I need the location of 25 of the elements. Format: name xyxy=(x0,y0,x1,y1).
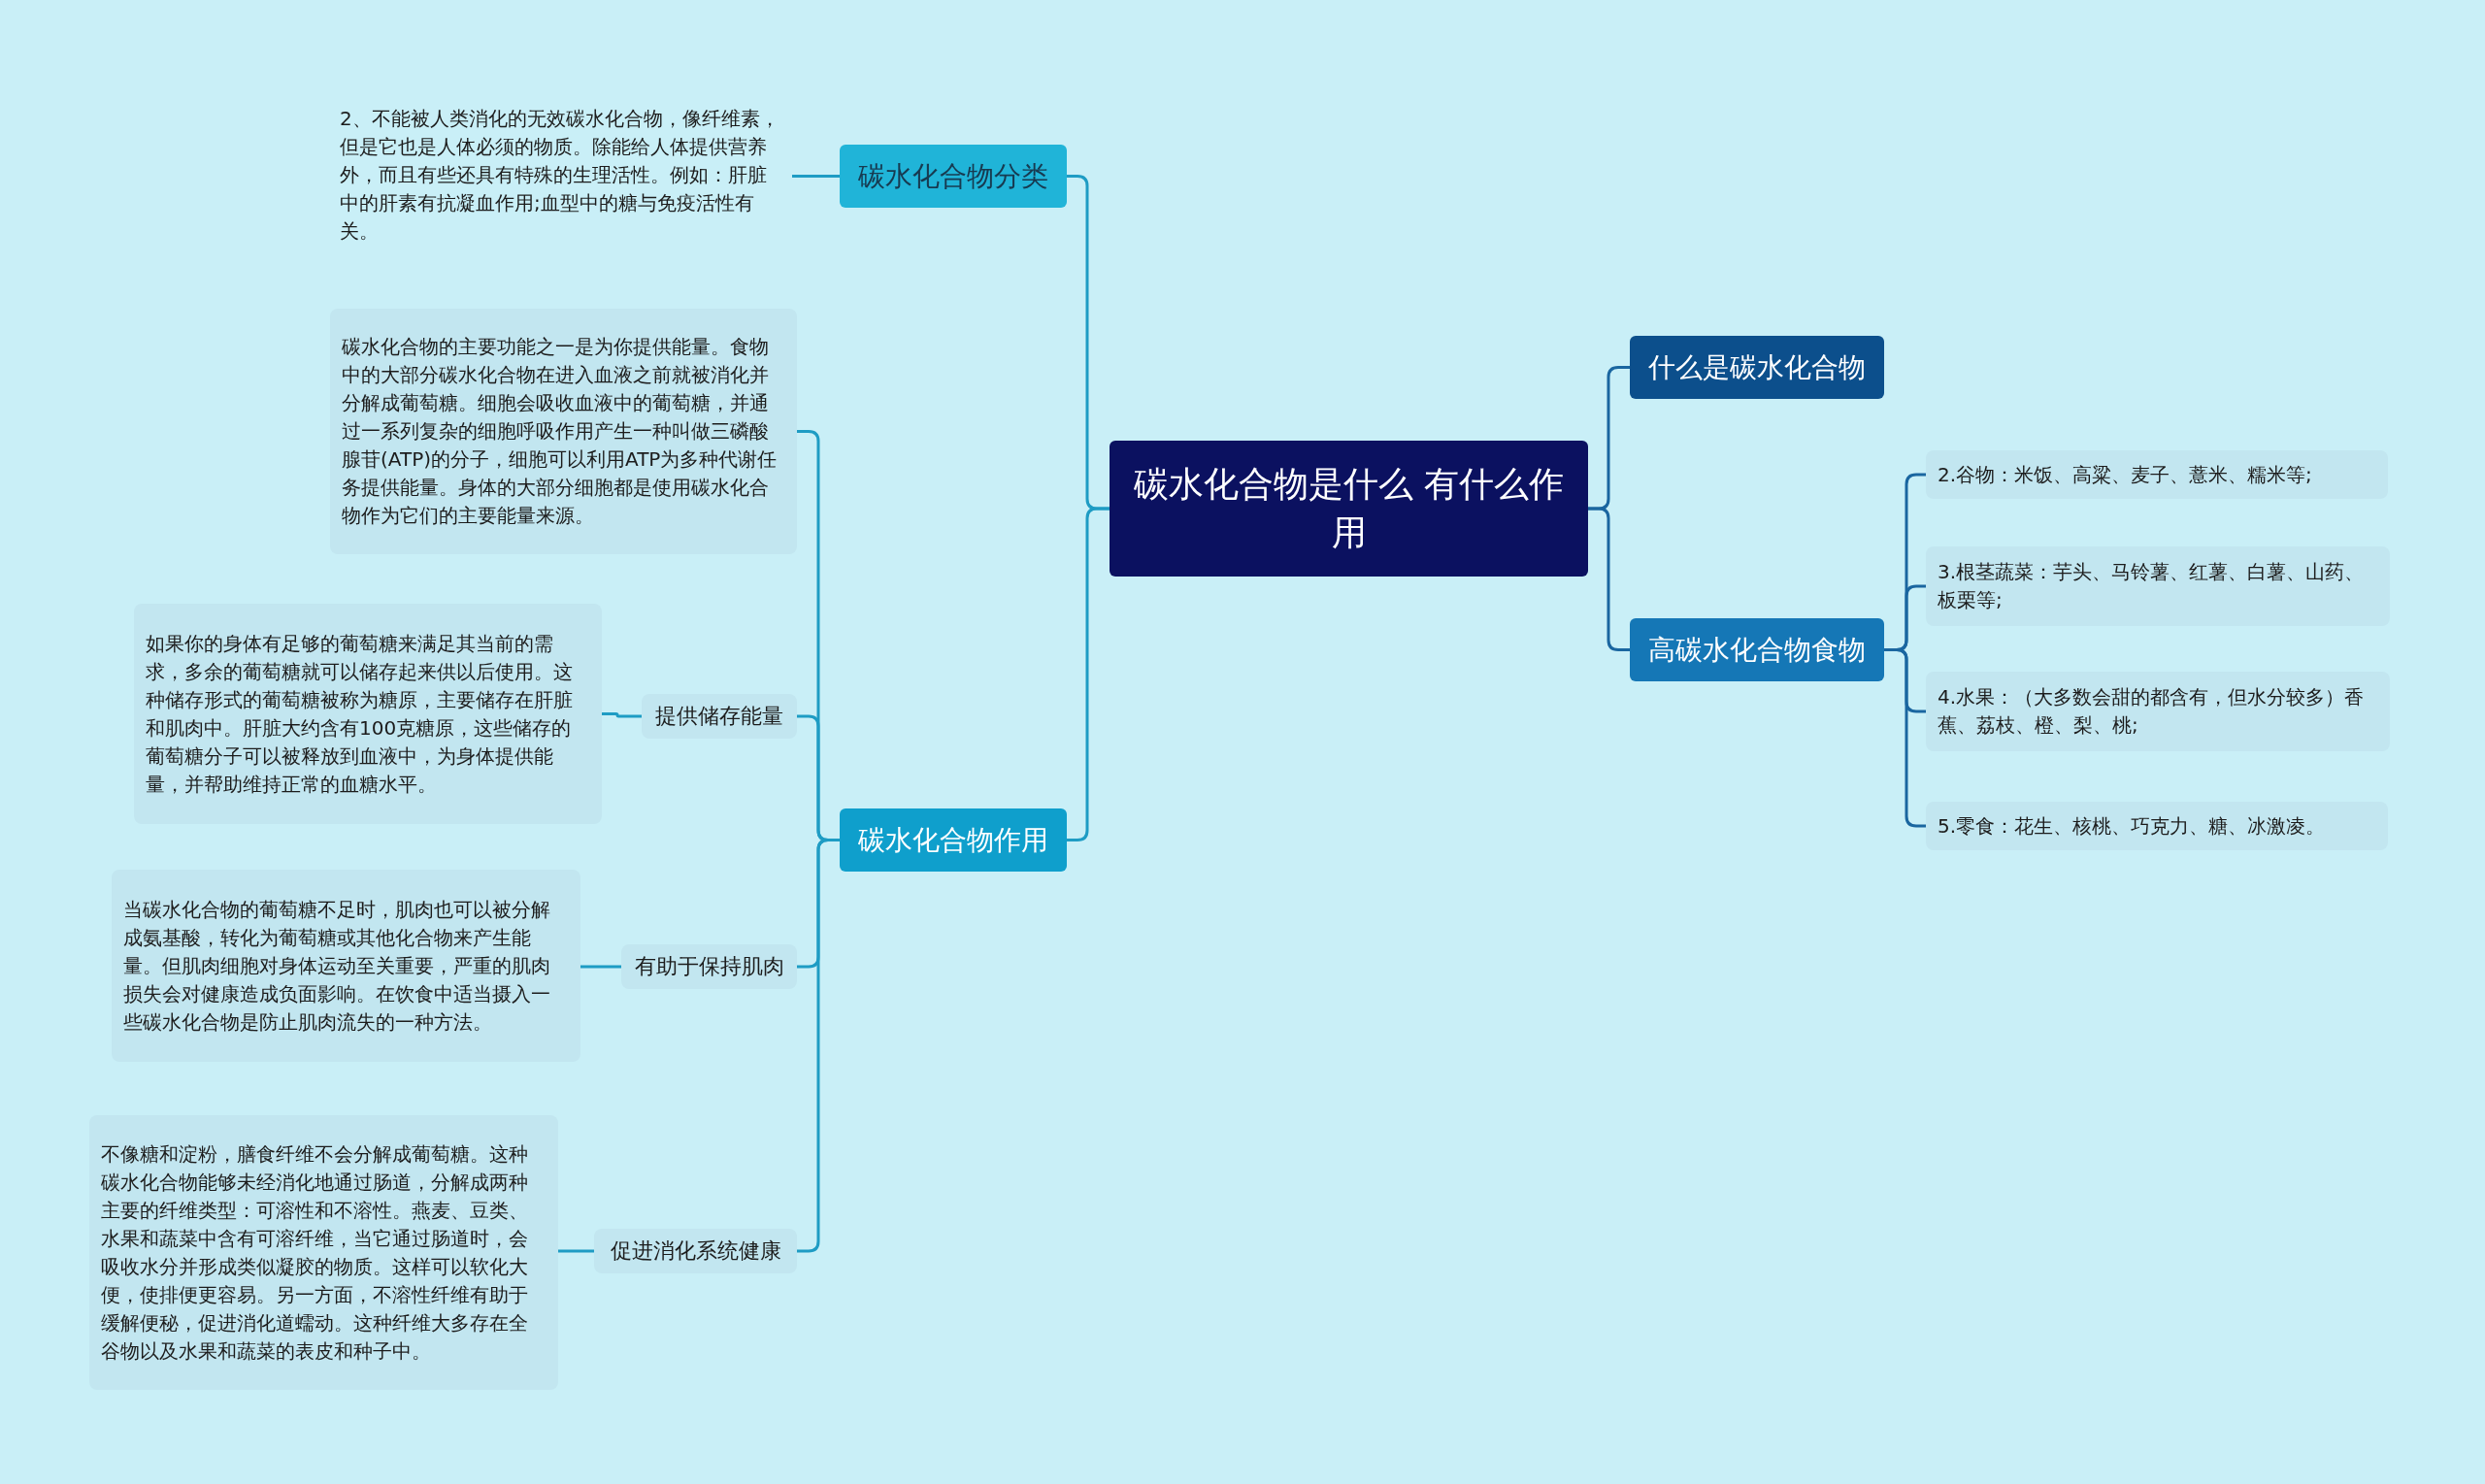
root-topic: 碳水化合物是什么 有什么作用 xyxy=(1110,441,1588,577)
list-item: 2.谷物：米饭、高粱、麦子、薏米、糯米等; xyxy=(1926,450,2388,499)
subtopic-label: 促进消化系统健康 xyxy=(594,1229,797,1273)
connector-line xyxy=(1884,648,1926,828)
note-text: 2、不能被人类消化的无效碳水化合物，像纤维素，但是它也是人体必须的物质。除能给人体提供营养外，而且有些还具有特殊的生理活性。例如：肝脏中的肝素有抗凝血作用;血型中的糖与免疫活性有关。 xyxy=(330,97,792,252)
branch-topic: 碳水化合物分类 xyxy=(840,145,1067,208)
connector-line xyxy=(1588,507,1630,651)
branch-topic: 高碳水化合物食物 xyxy=(1630,618,1884,681)
note-text: 当碳水化合物的葡萄糖不足时，肌肉也可以被分解成氨基酸，转化为葡萄糖或其他化合物来产生能量。但肌肉细胞对身体运动至关重要，严重的肌肉损失会对健康造成负面影响。在饮食中适当摄入一些碳水化合物是防止肌肉流失的一种方法。 xyxy=(112,870,580,1062)
subtopic-label: 提供储存能量 xyxy=(642,694,797,739)
connector-line xyxy=(602,712,642,718)
note-text: 如果你的身体有足够的葡萄糖来满足其当前的需求，多余的葡萄糖就可以储存起来供以后使用。这种储存形式的葡萄糖被称为糖原，主要储存在肝脏和肌肉中。肝脏大约含有100克糖原，这些储存的葡萄糖分子可以被释放到血液中，为身体提供能量，并帮助维持正常的血糖水平。 xyxy=(134,604,602,824)
connector-line xyxy=(580,965,621,969)
branch-topic: 碳水化合物作用 xyxy=(840,808,1067,872)
branch-topic: 什么是碳水化合物 xyxy=(1630,336,1884,399)
list-item: 5.零食：花生、核桃、巧克力、糖、冰激凌。 xyxy=(1926,802,2388,850)
connector-line xyxy=(1067,507,1110,841)
list-item: 3.根茎蔬菜：芋头、马铃薯、红薯、白薯、山药、板栗等; xyxy=(1926,546,2390,626)
list-item: 4.水果：（大多数会甜的都含有，但水分较多）香蕉、荔枝、橙、梨、桃; xyxy=(1926,672,2390,751)
note-text: 不像糖和淀粉，膳食纤维不会分解成葡萄糖。这种碳水化合物能够未经消化地通过肠道，分解成两种主要的纤维类型：可溶性和不溶性。燕麦、豆类、水果和蔬菜中含有可溶纤维，当它通过肠道时，会吸收水分并形成类似凝胶的物质。这样可以软化大便，使排便更容易。另一方面，不溶性纤维有助于缓解便秘，促进消化道蠕动。这种纤维大多存在全谷物以及水果和蔬菜的表皮和种子中。 xyxy=(89,1115,558,1390)
note-text: 碳水化合物的主要功能之一是为你提供能量。食物中的大部分碳水化合物在进入血液之前就被消化并分解成葡萄糖。细胞会吸收血液中的葡萄糖，并通过一系列复杂的细胞呼吸作用产生一种叫做三磷酸腺苷(ATP)的分子，细胞可以利用ATP为多种代谢任务提供能量。身体的大部分细胞都是使用碳水化合物作为它们的主要能量来源。 xyxy=(330,309,797,554)
connector-line xyxy=(792,175,840,178)
connector-line xyxy=(558,1249,594,1253)
subtopic-label: 有助于保持肌肉 xyxy=(621,944,797,989)
connector-line xyxy=(797,839,840,1253)
